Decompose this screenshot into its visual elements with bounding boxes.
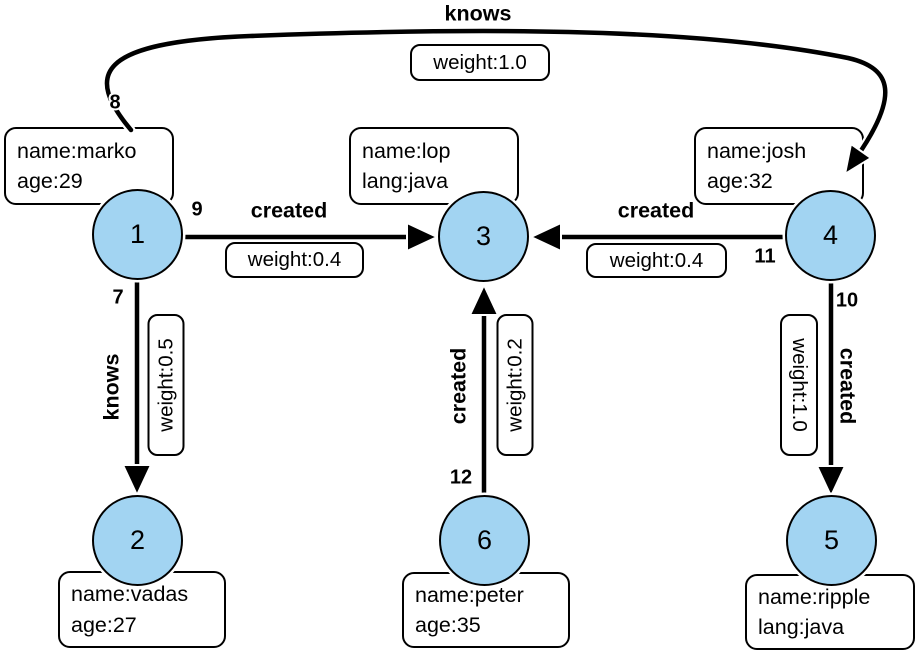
vertex-4: 4 <box>785 190 876 281</box>
edge-9-weight: weight:0.4 <box>247 248 342 271</box>
edge-8-weight: weight:1.0 <box>433 50 527 74</box>
edge-7-weight-box: weight:0.5 <box>147 314 185 456</box>
edge-7-label: knows <box>99 353 124 421</box>
edge-11-weight: weight:0.4 <box>609 248 704 272</box>
edge-11-weight-box: weight:0.4 <box>586 243 727 278</box>
edge-8-id: 8 <box>109 91 121 114</box>
edge-7-id: 7 <box>112 286 124 309</box>
property-lang: lang:java <box>758 615 845 639</box>
vertex-6-properties: name:peter age:35 <box>402 572 570 648</box>
property-age: age:32 <box>707 169 773 193</box>
property-name: name:josh <box>707 138 807 163</box>
property-name: name:ripple <box>758 584 871 609</box>
property-name: name:lop <box>362 138 451 163</box>
property-age: age:35 <box>415 613 481 637</box>
edge-11-arrowhead-icon <box>528 221 562 253</box>
edge-12-label: created <box>446 347 471 425</box>
property-name: name:marko <box>17 138 137 163</box>
edge-12-id: 12 <box>449 466 473 489</box>
edge-12-weight: weight:0.2 <box>503 338 526 432</box>
edge-11-label: created <box>617 198 695 223</box>
vertex-6: 6 <box>439 495 530 586</box>
vertex-4-id: 4 <box>822 220 839 250</box>
vertex-2-id: 2 <box>129 525 146 555</box>
edge-9-id: 9 <box>191 198 203 221</box>
vertex-3-id: 3 <box>475 221 492 251</box>
edge-9-weight-box: weight:0.4 <box>225 242 364 278</box>
edge-7-weight: weight:0.5 <box>154 338 177 432</box>
edge-11-id: 11 <box>754 245 776 268</box>
vertex-2: 2 <box>92 495 183 586</box>
vertex-5-id: 5 <box>823 525 840 555</box>
edge-10-arrowhead-icon <box>815 465 847 499</box>
edge-12-arrowhead-icon <box>468 282 500 316</box>
property-age: age:27 <box>71 612 137 637</box>
vertex-5: 5 <box>786 495 877 586</box>
vertex-1: 1 <box>92 189 183 280</box>
edge-12-weight-box: weight:0.2 <box>496 314 534 456</box>
edge-9-label: created <box>250 198 328 223</box>
edge-10-weight: weight:1.0 <box>788 338 811 432</box>
vertex-3: 3 <box>438 191 529 282</box>
property-lang: lang:java <box>362 169 449 193</box>
edge-8-label: knows <box>444 1 512 26</box>
property-name: name:vadas <box>71 582 189 607</box>
edge-9-arrowhead-icon <box>406 221 440 253</box>
vertex-5-properties: name:ripple lang:java <box>745 574 915 650</box>
edge-10-id: 10 <box>835 289 859 312</box>
property-age: age:29 <box>17 169 83 193</box>
edge-10-weight-box: weight:1.0 <box>780 314 818 456</box>
vertex-6-id: 6 <box>476 525 493 555</box>
edge-10-label: created <box>835 347 860 425</box>
edge-7-arrowhead-icon <box>121 464 153 498</box>
property-name: name:peter <box>415 582 524 607</box>
edge-8-weight-box: weight:1.0 <box>410 44 550 81</box>
vertex-1-id: 1 <box>129 219 146 249</box>
